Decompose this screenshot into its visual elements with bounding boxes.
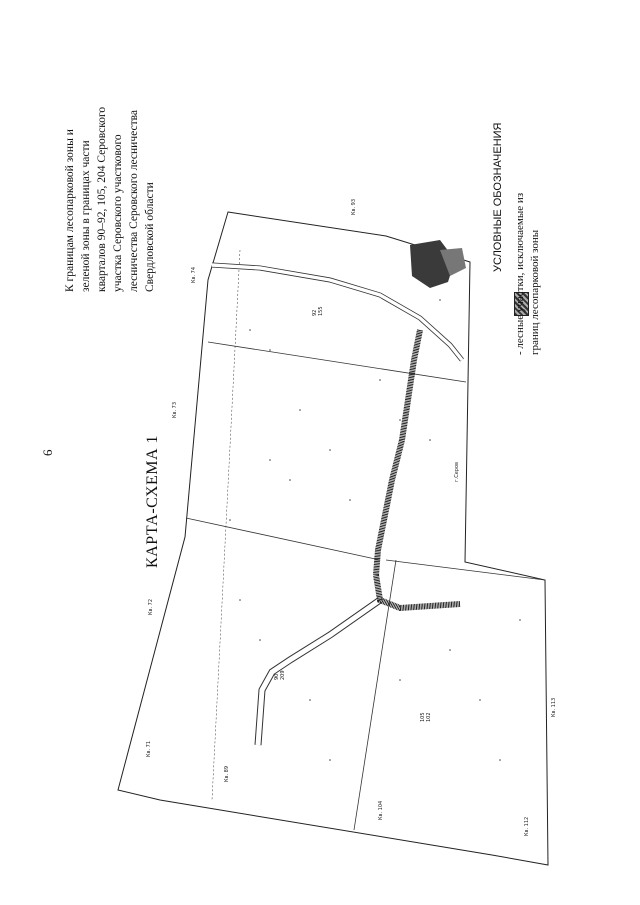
neighbor-quarter-label: Кв. 73 (172, 402, 178, 418)
neighbor-quarter-label: Кв. 89 (224, 766, 230, 782)
neighbor-quarter-label: Кв. 74 (191, 267, 197, 283)
quarter-label: 105 (420, 712, 426, 722)
neighbor-quarter-label: Кв. 72 (148, 599, 154, 615)
quarter-line (385, 559, 546, 581)
quarter-line (207, 341, 467, 383)
quarter-label: 155 (318, 306, 324, 316)
quarter-line (185, 517, 381, 561)
legend-line: - лесные участки, исключаемые из (514, 192, 526, 355)
legend-line: границ лесопарковой зоны (529, 229, 541, 355)
neighbor-quarter-label: Кв. 104 (378, 801, 384, 820)
legend-item: - лесные участки, исключаемые из границ … (513, 95, 543, 355)
quarter-label: 209 (280, 670, 286, 680)
hatched-area-icon (514, 292, 529, 316)
town-label: г.Серов (454, 462, 460, 482)
legend-title: УСЛОВНЫЕ ОБОЗНАЧЕНИЯ (492, 122, 504, 273)
road-inner (255, 597, 382, 746)
quarter-label: 102 (426, 712, 432, 722)
neighbor-quarter-label: Кв. 71 (146, 741, 152, 757)
map-boundary (117, 211, 549, 866)
neighbor-quarter-label: Кв. 112 (524, 817, 530, 836)
quarter-line (353, 559, 397, 831)
neighbor-quarter-label: Кв. 93 (351, 199, 357, 215)
road-inner (211, 263, 464, 362)
road (254, 597, 383, 746)
excluded-forest-patch (440, 248, 466, 276)
quarter-label: 92 (312, 310, 318, 316)
neighbor-quarter-label: Кв. 113 (551, 698, 557, 717)
quarter-line (211, 249, 241, 801)
plot-markers (229, 299, 521, 761)
quarter-label: 90 (274, 674, 280, 680)
excluded-forest-strip (372, 329, 461, 612)
